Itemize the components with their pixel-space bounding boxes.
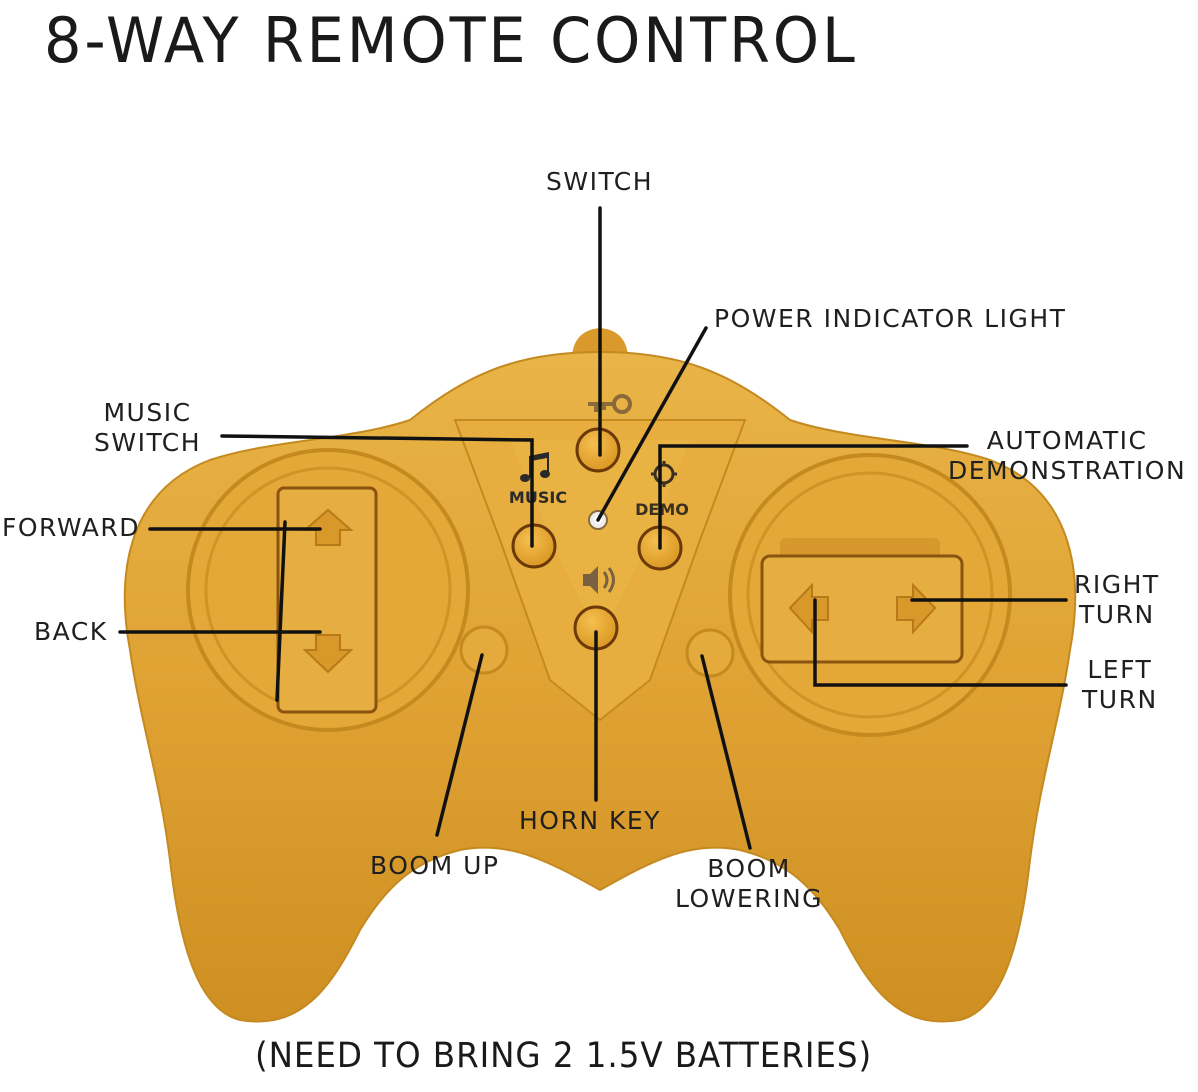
music-switch-button[interactable] xyxy=(511,523,557,569)
page-title: 8-WAY REMOTE CONTROL xyxy=(44,4,858,77)
demo-marking: DEMO xyxy=(635,500,689,519)
switch-button[interactable] xyxy=(575,427,621,473)
callout-music-switch: MUSIC SWITCH xyxy=(94,398,202,457)
callout-switch: SWITCH xyxy=(546,167,654,196)
music-marking: MUSIC xyxy=(509,488,567,507)
auto-demo-leader-line xyxy=(658,444,969,550)
gear-icon xyxy=(651,461,677,487)
callout-right-turn: RIGHT TURN xyxy=(1074,570,1160,629)
boom-up-leader-line xyxy=(435,653,484,837)
callout-forward: FORWARD xyxy=(2,513,140,542)
boom-lowering-button[interactable] xyxy=(685,628,735,678)
music-note-icon xyxy=(520,452,550,482)
callout-boom-lowering: BOOM LOWERING xyxy=(675,854,824,913)
forward-back-rocker[interactable] xyxy=(276,486,378,714)
callout-horn-key: HORN KEY xyxy=(519,806,661,835)
battery-note: (NEED TO BRING 2 1.5V BATTERIES) xyxy=(255,1036,873,1076)
speaker-icon xyxy=(583,566,615,594)
callout-boom-up: BOOM UP xyxy=(370,851,500,880)
boom-up-button[interactable] xyxy=(459,625,509,675)
callout-automatic-demonstration: AUTOMATIC DEMONSTRATION xyxy=(948,426,1187,485)
music-switch-leader-line xyxy=(220,434,534,548)
boom-lowering-leader-line xyxy=(700,654,752,850)
forward-back-vertical-line xyxy=(275,520,287,702)
callout-power-indicator-light: POWER INDICATOR LIGHT xyxy=(714,304,1067,333)
callout-left-turn: LEFT TURN xyxy=(1082,655,1158,714)
callout-back: BACK xyxy=(34,617,108,646)
power-light-leader-line xyxy=(596,326,708,522)
left-right-rocker[interactable] xyxy=(760,554,964,664)
left-turn-leader-line xyxy=(813,598,1068,687)
